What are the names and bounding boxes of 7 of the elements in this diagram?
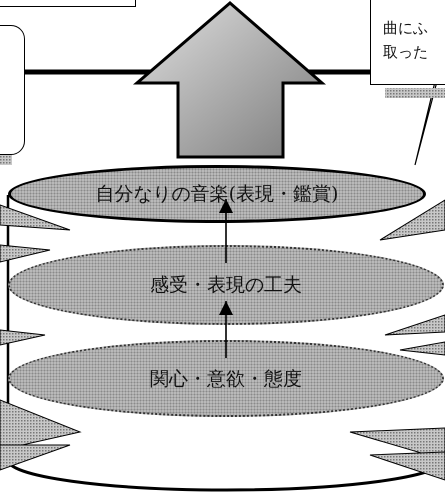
callout-box — [370, 0, 445, 85]
layer-label: 関心・意欲・態度 — [150, 366, 302, 392]
callout-text: 曲にふ取った — [383, 18, 429, 63]
arrow — [219, 199, 233, 263]
arrow — [219, 301, 233, 358]
layer-label: 感受・表現の工夫 — [150, 273, 302, 298]
layer-label: 自分なりの音楽(表現・鑑賞) — [96, 182, 338, 207]
